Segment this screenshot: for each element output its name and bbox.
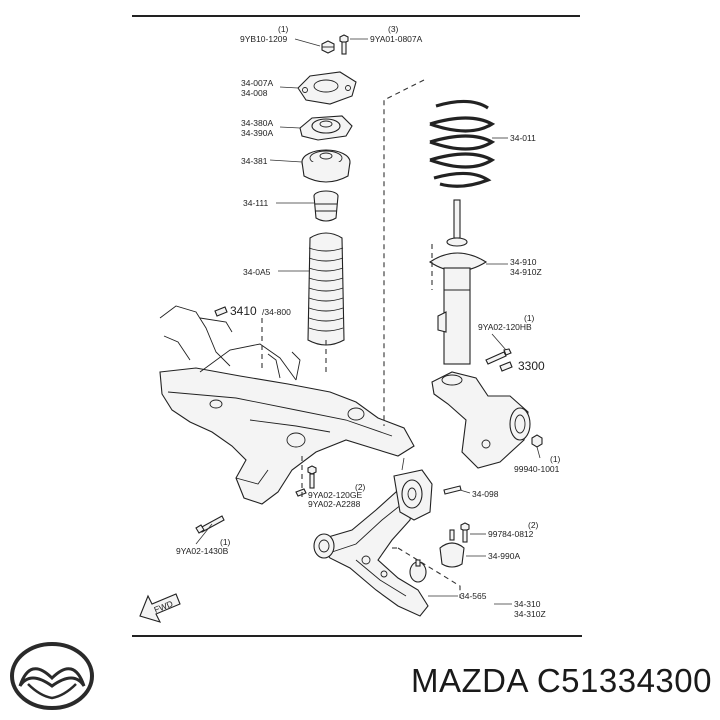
label-34-0a5: 34-0A5	[243, 267, 271, 277]
bolt-9ya02-1430b	[195, 515, 225, 534]
bolt-9ya01	[339, 34, 349, 55]
label-ref-3300: 3300	[518, 359, 545, 373]
label-34-380a: 34-380A	[241, 118, 273, 128]
label-34-990a: 34-990A	[488, 551, 520, 561]
label-34-008: 34-008	[241, 88, 268, 98]
label-34-310z: 34-310Z	[514, 609, 546, 619]
label-qty-9ya02-1430b: (1)	[220, 537, 231, 547]
ref-arrow-120ge	[295, 488, 307, 497]
label-34-007a: 34-007A	[241, 78, 273, 88]
label-qty-99940: (1)	[550, 454, 561, 464]
label-34-565: 34-565	[460, 591, 487, 601]
ref-arrow-3300	[499, 361, 513, 372]
bolt-99784	[460, 522, 470, 543]
label-34-011: 34-011	[510, 133, 536, 143]
label-qty-9ya01: (3)	[388, 24, 399, 34]
label-34-390a: 34-390A	[241, 128, 273, 138]
steering-knuckle	[431, 371, 531, 469]
forward-direction-arrow	[139, 593, 181, 623]
lower-control-arm	[313, 491, 429, 617]
label-34-910z: 34-910Z	[510, 267, 542, 277]
label-34-310: 34-310	[514, 599, 541, 609]
nut-99940	[531, 434, 543, 448]
label-34-098: 34-098	[472, 489, 499, 499]
arm-ball-joint	[409, 559, 427, 583]
strut-mount-plate	[297, 71, 357, 105]
bolt-9ya02-120ge	[307, 465, 317, 489]
label-34-111: 34-111	[243, 198, 268, 208]
bump-stop	[313, 190, 339, 222]
label-99784-0812: 99784-0812	[488, 529, 534, 539]
mazda-logo	[10, 642, 94, 710]
part-labels: (1) 9YB10-1209 (3) 9YA01-0807A 34-007A 3…	[153, 24, 561, 619]
shock-absorber	[429, 199, 488, 365]
label-34-910: 34-910	[510, 257, 537, 267]
strut-mount-bearing	[299, 115, 353, 141]
label-9ya02-1430b: 9YA02-1430B	[176, 546, 229, 556]
label-9ya01-0807a: 9YA01-0807A	[370, 34, 423, 44]
label-9yb10-1209: 9YB10-1209	[240, 34, 288, 44]
footer-caption: MAZDA C51334300	[410, 662, 712, 699]
label-qty-9ya02-120ge: (2)	[355, 482, 366, 492]
label-9ya02-120ge: 9YA02-120GE	[308, 490, 363, 500]
label-9ya02-120hb: 9YA02-120HB	[478, 322, 532, 332]
front-subframe	[159, 305, 415, 505]
label-qty-99784: (2)	[528, 520, 539, 530]
rear-bushing	[393, 469, 433, 521]
dust-boot	[307, 232, 345, 346]
ref-arrow-3410	[214, 306, 228, 317]
upper-spring-seat	[301, 149, 351, 183]
label-qty-9yb10: (1)	[278, 24, 289, 34]
bolt-9ya02-120hb	[485, 348, 512, 365]
label-fwd: FWD	[153, 598, 175, 615]
coil-spring	[429, 99, 496, 188]
label-ref-34-800: /34-800	[262, 307, 291, 317]
bolt-34-098	[443, 485, 462, 495]
label-ref-3410: 3410	[230, 304, 257, 318]
dashed-leaders	[261, 79, 461, 598]
ball-joint	[439, 529, 465, 568]
label-qty-9ya02-120hb: (1)	[524, 313, 535, 323]
label-99940-1001: 99940-1001	[514, 464, 560, 474]
nut-9yb10	[321, 40, 335, 54]
label-9ya02-a2288: 9YA02-A2288	[308, 499, 361, 509]
label-34-381: 34-381	[241, 156, 268, 166]
